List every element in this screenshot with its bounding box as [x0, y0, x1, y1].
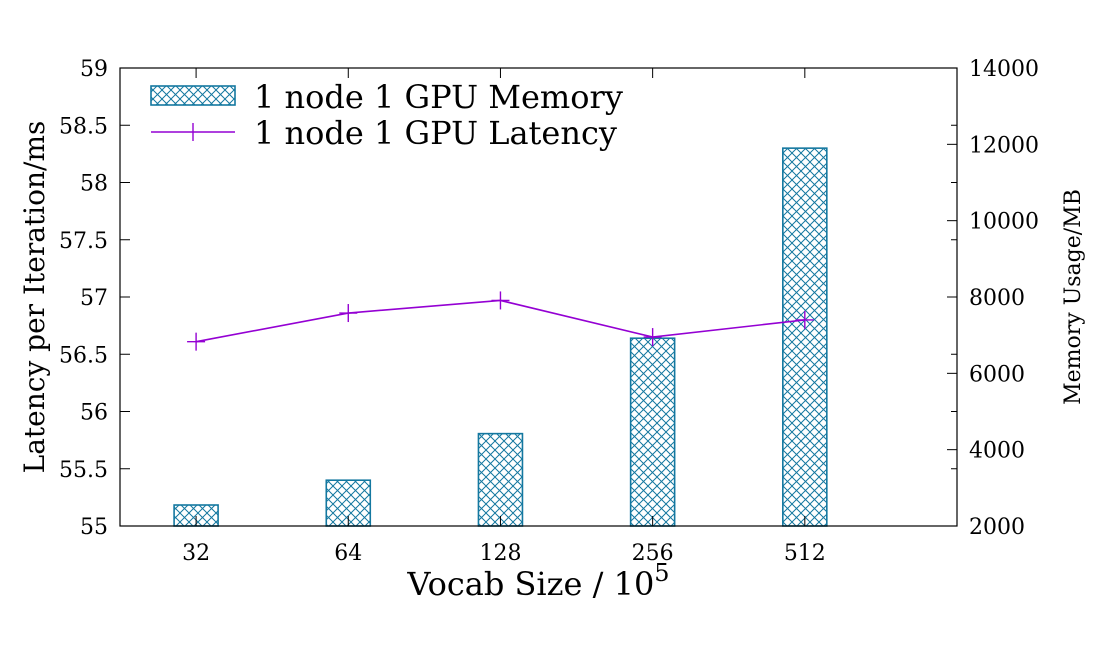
y-left-tick-label: 58.5	[59, 114, 108, 139]
x-tick-label: 128	[479, 541, 521, 566]
legend-latency-label: 1 node 1 GPU Latency	[254, 114, 617, 152]
y-axis-left-title: Latency per Iteration/ms	[18, 121, 51, 474]
y-axis-right-title: Memory Usage/MB	[1061, 189, 1086, 405]
memory-bars	[173, 147, 828, 527]
y-right-tick-label: 14000	[969, 57, 1039, 82]
y-right-tick-label: 12000	[969, 133, 1039, 158]
x-tick-label: 64	[334, 541, 362, 566]
y-right-tick-label: 2000	[969, 515, 1025, 540]
latency-point	[643, 328, 662, 347]
x-tick-label: 512	[784, 541, 826, 566]
y-left-tick-label: 56	[80, 401, 108, 426]
memory-bar	[782, 147, 828, 527]
latency-point	[795, 310, 814, 329]
latency-point	[339, 304, 358, 323]
y-left-tick-label: 59	[80, 57, 108, 82]
x-axis-title-superscript: 5	[654, 559, 669, 587]
x-tick-label: 256	[632, 541, 674, 566]
x-axis-title-base: Vocab Size / 10	[406, 565, 654, 603]
latency-series	[187, 291, 814, 351]
y-left-tick-label: 57	[80, 286, 108, 311]
memory-bar	[629, 337, 676, 527]
y-right-tick-label: 4000	[969, 439, 1025, 464]
x-tick-label: 32	[182, 541, 210, 566]
legend-memory-label: 1 node 1 GPU Memory	[254, 78, 623, 116]
memory-bar	[477, 432, 524, 527]
x-axis-title: Vocab Size / 105	[406, 559, 669, 603]
latency-point	[491, 291, 510, 310]
latency-point	[187, 332, 206, 351]
y-left-tick-label: 55.5	[59, 458, 108, 483]
y-left-tick-label: 56.5	[59, 343, 108, 368]
y-right-tick-label: 6000	[969, 362, 1025, 387]
y-left-tick-label: 57.5	[59, 229, 108, 254]
y-left-tick-label: 58	[80, 172, 108, 197]
axis-ticks: 55 55.5 56 56.5 57 57.5 58 58.5 59 2000 4000 6000 80…	[59, 57, 1039, 566]
legend-memory-swatch	[150, 85, 236, 106]
y-right-tick-label: 8000	[969, 286, 1025, 311]
legend: 1 node 1 GPU Memory 1 node 1 GPU Latency	[150, 78, 623, 152]
y-left-tick-label: 55	[80, 515, 108, 540]
y-right-tick-label: 10000	[969, 210, 1039, 235]
